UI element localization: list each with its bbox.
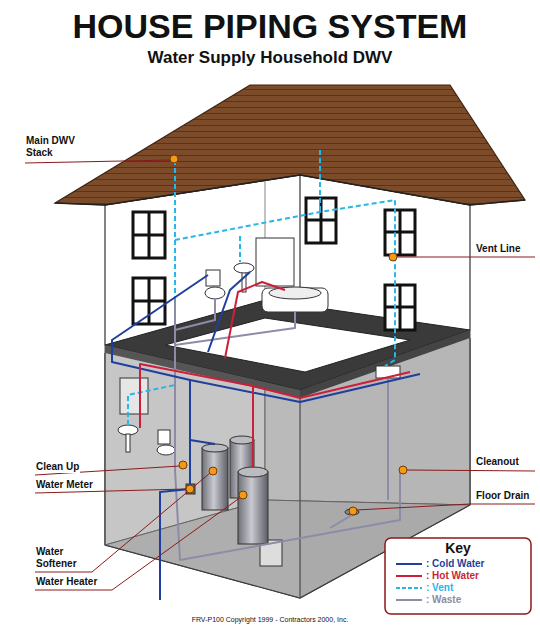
toilet-tank: [158, 430, 170, 444]
legend-box: [385, 538, 531, 614]
legend-row: : Hot Water: [394, 570, 479, 582]
vent-pipe: [174, 160, 176, 300]
vent-pipe: [319, 150, 321, 212]
vent-pipe: [128, 385, 175, 425]
callout-label: Water Meter: [35, 479, 94, 491]
callout-label: Water Heater: [35, 576, 98, 588]
roof: [55, 85, 525, 205]
legend-text: : Hot Water: [426, 570, 479, 582]
callout-dot: [239, 491, 247, 499]
callout-dot: [186, 485, 194, 493]
leader-line: [356, 504, 535, 510]
leader-line: [406, 470, 535, 471]
window: [306, 198, 336, 243]
window: [133, 278, 165, 324]
leader-line: [35, 497, 241, 590]
window: [385, 210, 415, 255]
callout-label: Cleanout: [475, 456, 520, 468]
softener-top: [230, 436, 254, 444]
callout-label: Clean Up: [35, 461, 80, 473]
subtitle: Water Supply Household DWV: [70, 48, 470, 68]
toilet-bowl: [157, 445, 175, 455]
legend-heading: Key: [386, 540, 530, 557]
leader-line: [396, 257, 535, 258]
sink: [234, 263, 254, 273]
legend-line: [396, 599, 422, 601]
callout-label: Vent Line: [475, 243, 521, 255]
legend-line-sample: [394, 594, 424, 606]
vent-pipe: [239, 236, 241, 262]
waste-pipe: [175, 312, 295, 345]
legend-row: : Vent: [394, 582, 453, 594]
waste-pipe: [175, 298, 215, 330]
callout-dot: [179, 461, 187, 469]
cold-pipe: [190, 440, 215, 444]
sink-pedestal: [126, 434, 130, 452]
legend-text: : Vent: [426, 582, 453, 594]
callout-dot: [349, 507, 357, 515]
callout-label: Floor Drain: [475, 490, 530, 502]
bathtub-basin: [269, 287, 321, 299]
legend-line-sample: [394, 582, 424, 594]
window: [133, 212, 165, 258]
waste-pipe: [330, 515, 352, 528]
roof-shingles: [55, 85, 525, 205]
cabinet: [256, 238, 294, 286]
water-heater-top: [238, 467, 268, 477]
legend-line: [396, 563, 422, 565]
cold-pipe: [112, 275, 208, 380]
washer: [120, 378, 148, 414]
bathtub: [262, 288, 328, 312]
water-meter: [186, 484, 195, 494]
legend-line-sample: [394, 558, 424, 570]
callout-label: Water Softener: [35, 546, 91, 570]
water-heater: [238, 472, 268, 544]
legend-text: : Waste: [426, 594, 461, 606]
softener-tank: [202, 448, 228, 510]
vent-pipe: [175, 200, 395, 366]
callout-dot: [209, 467, 217, 475]
waste-pipe: [175, 300, 400, 560]
callout-label: Main DWV Stack: [25, 135, 89, 159]
callout-dots: [170, 155, 407, 515]
hot-pipe: [140, 364, 253, 428]
leader-lines: [25, 160, 535, 590]
title: HOUSE PIPING SYSTEM: [0, 6, 540, 47]
legend-row: : Cold Water: [394, 558, 485, 570]
legend-text: : Cold Water: [426, 558, 485, 570]
callout-dot: [399, 466, 407, 474]
hot-pipe: [253, 372, 410, 468]
toilet-bowl: [205, 287, 225, 299]
callout-dot: [170, 155, 178, 163]
caption: FRV-P100 Copyright 1999 - Contractors 20…: [120, 616, 420, 624]
waste-pipe: [387, 378, 389, 500]
legend-line: [396, 575, 422, 577]
window: [385, 285, 415, 330]
legend-row: : Waste: [394, 594, 461, 606]
leader-line: [25, 160, 171, 163]
callout-dot: [389, 253, 397, 261]
pipes: [112, 150, 420, 600]
hot-pipe: [225, 282, 285, 358]
slab-opening: [165, 318, 410, 372]
eave: [55, 175, 525, 205]
toilet-tank: [206, 270, 220, 286]
legend-line: [396, 587, 422, 589]
legend-line-sample: [394, 570, 424, 582]
softener-top: [202, 444, 228, 452]
leader-line: [35, 473, 210, 572]
cold-pipe: [160, 374, 420, 600]
